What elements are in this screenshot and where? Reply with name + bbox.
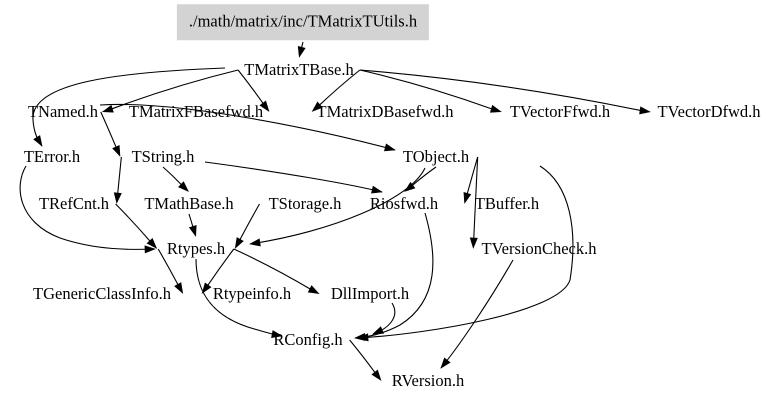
edge-arrowhead bbox=[311, 101, 323, 112]
graph-node-tstring[interactable]: TString.h bbox=[131, 146, 195, 166]
edge-line bbox=[411, 166, 437, 187]
graph-node-tversioncheck[interactable]: TVersionCheck.h bbox=[481, 238, 597, 258]
graph-node-tobject[interactable]: TObject.h bbox=[402, 146, 470, 166]
edge-line bbox=[157, 248, 179, 286]
edges-group bbox=[19, 41, 651, 381]
edge-arrowhead bbox=[372, 326, 385, 335]
graph-node-tstorage[interactable]: TStorage.h bbox=[268, 193, 342, 213]
graph-node-rversion[interactable]: RVersion.h bbox=[391, 370, 465, 390]
edge-line bbox=[117, 156, 122, 195]
graph-node-dllimport[interactable]: DllImport.h bbox=[330, 283, 410, 303]
graph-node-tnamed[interactable]: TNamed.h bbox=[27, 101, 99, 121]
edge-line bbox=[473, 156, 479, 240]
edge-line bbox=[466, 156, 479, 195]
graph-node-tmatrixfbasefwd[interactable]: TMatrixFBasefwd.h bbox=[128, 101, 264, 121]
graph-node-tvectorffwd[interactable]: TVectorFfwd.h bbox=[509, 101, 611, 121]
graph-node-rtypes[interactable]: Rtypes.h bbox=[166, 238, 226, 258]
graph-node-rtypeinfo[interactable]: Rtypeinfo.h bbox=[212, 283, 292, 303]
graph-node-riosfwd[interactable]: Riosfwd.h bbox=[369, 193, 439, 213]
graph-node-terror[interactable]: TError.h bbox=[23, 146, 81, 166]
graph-node-tmathbase[interactable]: TMathBase.h bbox=[144, 193, 234, 213]
edge-line bbox=[204, 161, 383, 193]
edge-line bbox=[162, 166, 183, 186]
edge-arrowhead bbox=[371, 369, 382, 381]
edge-line bbox=[99, 103, 396, 151]
edge-line bbox=[249, 167, 426, 245]
edge-arrowhead bbox=[259, 100, 270, 112]
edge-line bbox=[233, 248, 312, 290]
edge-arrowhead bbox=[178, 181, 189, 192]
edge-arrowhead bbox=[146, 237, 158, 249]
edge-arrowhead bbox=[271, 330, 283, 339]
graph-node-tbuffer[interactable]: TBuffer.h bbox=[474, 193, 540, 213]
edge-arrowhead bbox=[463, 192, 472, 204]
edge-arrowhead bbox=[297, 46, 306, 58]
edge-arrowhead bbox=[112, 145, 121, 157]
edge-line bbox=[349, 339, 376, 374]
edge-arrowhead bbox=[307, 285, 320, 294]
edge-arrowhead bbox=[144, 245, 156, 254]
edge-arrowhead bbox=[354, 332, 366, 341]
graph-node-tmatrixtbase[interactable]: TMatrixTBase.h bbox=[244, 59, 354, 79]
graph-node-rconfig[interactable]: RConfig.h bbox=[273, 329, 343, 349]
edge-line bbox=[354, 212, 434, 339]
edge-line bbox=[359, 69, 642, 112]
graph-node-trefcnt[interactable]: TRefCnt.h bbox=[38, 193, 110, 213]
edge-line bbox=[357, 165, 574, 339]
edge-line bbox=[32, 67, 226, 147]
edge-line bbox=[188, 213, 194, 228]
edge-line bbox=[207, 248, 235, 287]
edge-line bbox=[318, 69, 361, 106]
edge-line bbox=[359, 69, 493, 110]
edge-line bbox=[239, 203, 260, 241]
graph-node-tgenericclassinfo[interactable]: TGenericClassInfo.h bbox=[33, 283, 171, 303]
edge-line bbox=[440, 259, 514, 369]
edge-arrowhead bbox=[639, 106, 651, 115]
edge-arrowhead bbox=[371, 185, 383, 194]
edge-arrowhead bbox=[384, 143, 396, 152]
edge-arrowhead bbox=[174, 282, 184, 294]
graph-node-tmatrixdbasefwd[interactable]: TMatrixDBasefwd.h bbox=[316, 101, 454, 121]
graph-node-tvectordfwd[interactable]: TVectorDfwd.h bbox=[657, 101, 761, 121]
edge-arrowhead bbox=[101, 104, 114, 113]
edge-line bbox=[19, 165, 156, 250]
edge-arrowhead bbox=[234, 237, 244, 249]
edge-arrowhead bbox=[440, 357, 451, 369]
edge-arrowhead bbox=[201, 282, 212, 294]
graph-node-root[interactable]: ./math/matrix/inc/TMatrixTUtils.h bbox=[176, 4, 430, 40]
edge-line bbox=[115, 203, 151, 243]
edge-arrowhead bbox=[489, 104, 502, 113]
edge-arrowhead bbox=[113, 192, 122, 204]
edge-arrowhead bbox=[188, 225, 197, 237]
edge-line bbox=[100, 111, 117, 149]
edge-arrowhead bbox=[33, 135, 43, 147]
edge-arrowhead bbox=[469, 237, 478, 249]
edge-arrowhead bbox=[249, 238, 261, 247]
edge-line bbox=[237, 69, 264, 105]
edge-line bbox=[111, 69, 239, 110]
